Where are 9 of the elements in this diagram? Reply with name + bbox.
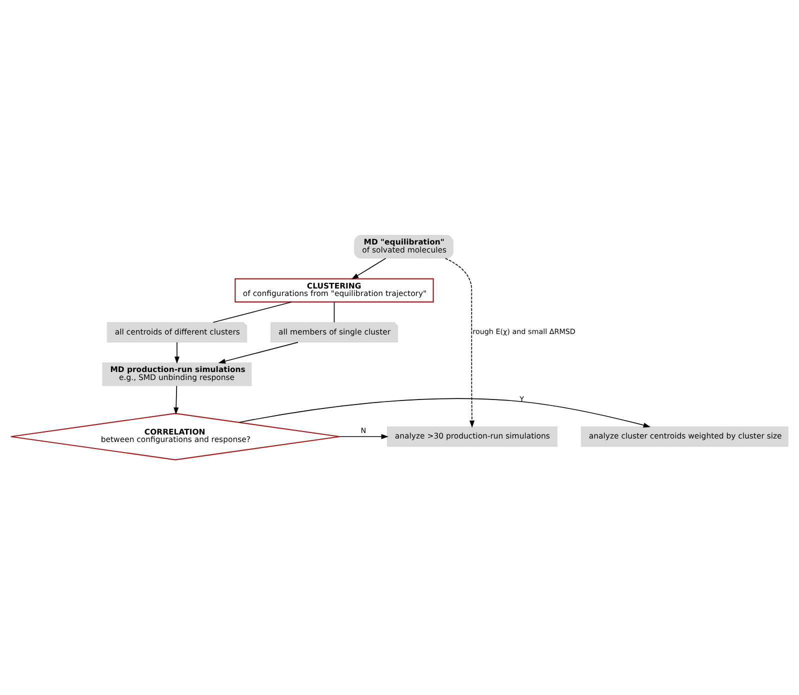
arrow bbox=[218, 342, 298, 364]
arrow bbox=[339, 434, 388, 440]
arrow bbox=[174, 342, 180, 364]
arrow bbox=[174, 385, 179, 415]
arrow bbox=[444, 258, 474, 428]
arrow bbox=[351, 258, 386, 280]
arrow bbox=[238, 398, 651, 428]
connector bbox=[212, 302, 292, 323]
connector bbox=[334, 302, 335, 323]
